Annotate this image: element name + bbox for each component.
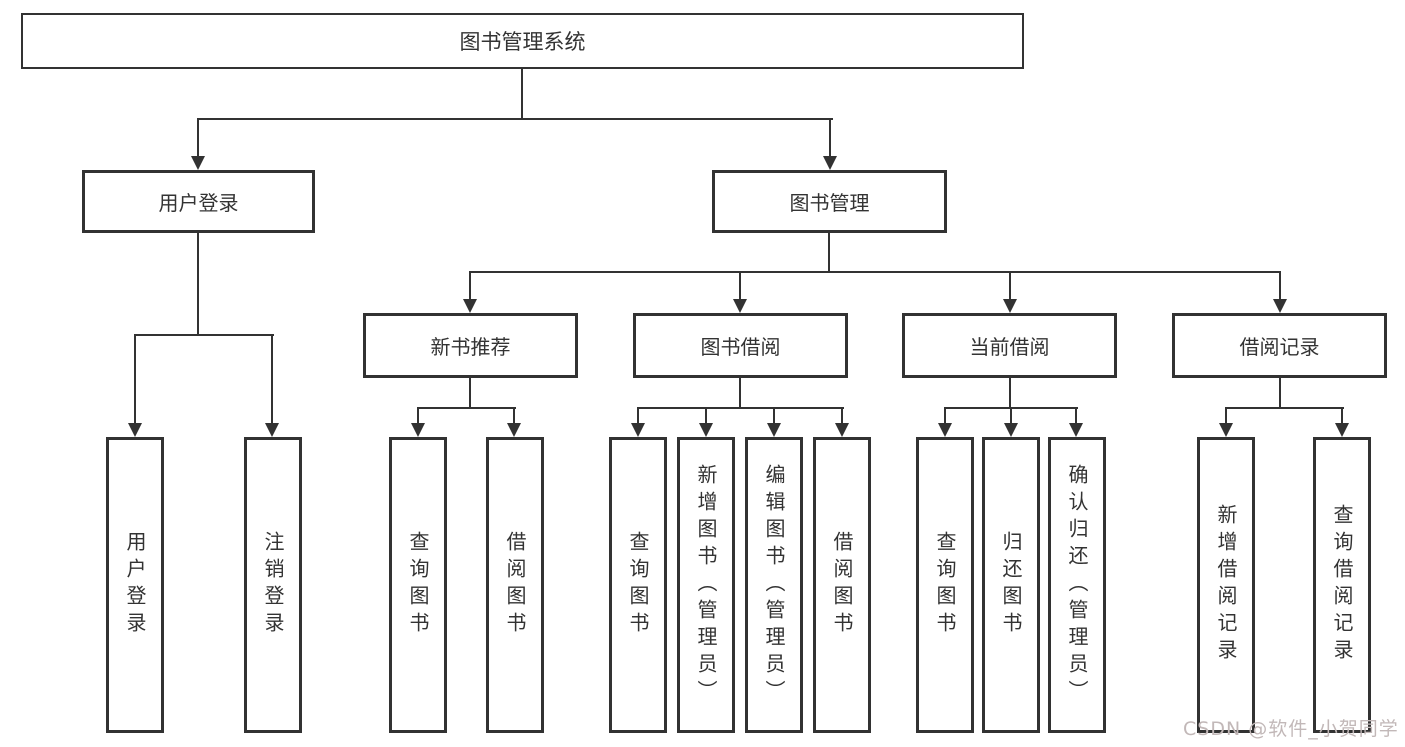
connector-line [417, 407, 419, 425]
leaf-edit-books-admin-label: 编辑图书（管理员） [762, 463, 786, 707]
connector-line [1279, 271, 1281, 301]
arrow-down-icon [1069, 423, 1083, 437]
connector-line [1009, 271, 1011, 301]
leaf-edit-books-admin: 编辑图书（管理员） [745, 437, 803, 733]
connector-line [271, 334, 273, 425]
leaf-return-books: 归还图书 [982, 437, 1040, 733]
node-borrow-records: 借阅记录 [1172, 313, 1387, 378]
connector-line [773, 407, 775, 425]
node-user-login: 用户登录 [82, 170, 315, 233]
arrow-down-icon [835, 423, 849, 437]
arrow-down-icon [1003, 299, 1017, 313]
node-root-label: 图书管理系统 [459, 30, 586, 54]
connector-line [637, 407, 639, 425]
connector-line [739, 271, 741, 301]
leaf-logout: 注销登录 [244, 437, 302, 733]
connector-line [739, 378, 741, 409]
arrow-down-icon [1004, 423, 1018, 437]
connector-line [829, 118, 831, 158]
connector-line [197, 118, 833, 120]
connector-line [841, 407, 843, 425]
leaf-user-login-label: 用户登录 [123, 531, 147, 639]
arrow-down-icon [631, 423, 645, 437]
leaf-return-books-label: 归还图书 [999, 531, 1023, 639]
leaf-logout-label: 注销登录 [261, 531, 285, 639]
node-new-book-recommend: 新书推荐 [363, 313, 578, 378]
connector-line [469, 271, 1281, 273]
leaf-borrow-query-books-label: 查询图书 [626, 531, 650, 639]
connector-line [513, 407, 515, 425]
connector-line [1010, 407, 1012, 425]
connector-line [197, 233, 199, 336]
leaf-recommend-borrow-books-label: 借阅图书 [503, 531, 527, 639]
connector-line [637, 407, 844, 409]
connector-line [469, 378, 471, 409]
arrow-down-icon [1273, 299, 1287, 313]
arrow-down-icon [128, 423, 142, 437]
leaf-confirm-return-admin: 确认归还（管理员） [1048, 437, 1106, 733]
leaf-add-books-admin-label: 新增图书（管理员） [694, 463, 718, 707]
arrow-down-icon [411, 423, 425, 437]
leaf-recommend-borrow-books: 借阅图书 [486, 437, 544, 733]
node-root: 图书管理系统 [21, 13, 1024, 69]
leaf-confirm-return-admin-label: 确认归还（管理员） [1065, 463, 1089, 707]
arrow-down-icon [463, 299, 477, 313]
node-book-management: 图书管理 [712, 170, 947, 233]
arrow-down-icon [507, 423, 521, 437]
leaf-query-borrow-record-label: 查询借阅记录 [1330, 504, 1354, 666]
leaf-add-borrow-record-label: 新增借阅记录 [1214, 504, 1238, 666]
node-new-book-recommend-label: 新书推荐 [430, 335, 511, 359]
arrow-down-icon [265, 423, 279, 437]
leaf-current-query-books-label: 查询图书 [933, 531, 957, 639]
connector-line [134, 334, 136, 425]
node-book-borrow-label: 图书借阅 [700, 335, 781, 359]
leaf-query-borrow-record: 查询借阅记录 [1313, 437, 1371, 733]
node-book-management-label: 图书管理 [789, 191, 870, 215]
connector-line [1225, 407, 1227, 425]
arrow-down-icon [1219, 423, 1233, 437]
arrow-down-icon [191, 156, 205, 170]
node-current-borrow: 当前借阅 [902, 313, 1117, 378]
connector-line [521, 69, 523, 120]
arrow-down-icon [938, 423, 952, 437]
connector-line [417, 407, 516, 409]
connector-line [134, 334, 274, 336]
connector-line [828, 233, 830, 273]
arrow-down-icon [699, 423, 713, 437]
node-user-login-label: 用户登录 [158, 191, 239, 215]
node-current-borrow-label: 当前借阅 [969, 335, 1050, 359]
leaf-borrow-query-books: 查询图书 [609, 437, 667, 733]
connector-line [1341, 407, 1343, 425]
connector-line [197, 118, 199, 158]
connector-line [1009, 378, 1011, 409]
connector-line [469, 271, 471, 301]
node-book-borrow: 图书借阅 [633, 313, 848, 378]
node-borrow-records-label: 借阅记录 [1239, 335, 1320, 359]
leaf-add-borrow-record: 新增借阅记录 [1197, 437, 1255, 733]
connector-line [705, 407, 707, 425]
arrow-down-icon [767, 423, 781, 437]
leaf-current-query-books: 查询图书 [916, 437, 974, 733]
arrow-down-icon [823, 156, 837, 170]
leaf-add-books-admin: 新增图书（管理员） [677, 437, 735, 733]
arrow-down-icon [733, 299, 747, 313]
csdn-watermark: CSDN @软件_小贺同学 [1183, 718, 1399, 740]
connector-line [1225, 407, 1344, 409]
leaf-recommend-query-books-label: 查询图书 [406, 531, 430, 639]
connector-line [944, 407, 946, 425]
leaf-borrow-books-label: 借阅图书 [830, 531, 854, 639]
connector-line [1075, 407, 1077, 425]
leaf-user-login: 用户登录 [106, 437, 164, 733]
leaf-borrow-books: 借阅图书 [813, 437, 871, 733]
arrow-down-icon [1335, 423, 1349, 437]
connector-line [1279, 378, 1281, 409]
leaf-recommend-query-books: 查询图书 [389, 437, 447, 733]
